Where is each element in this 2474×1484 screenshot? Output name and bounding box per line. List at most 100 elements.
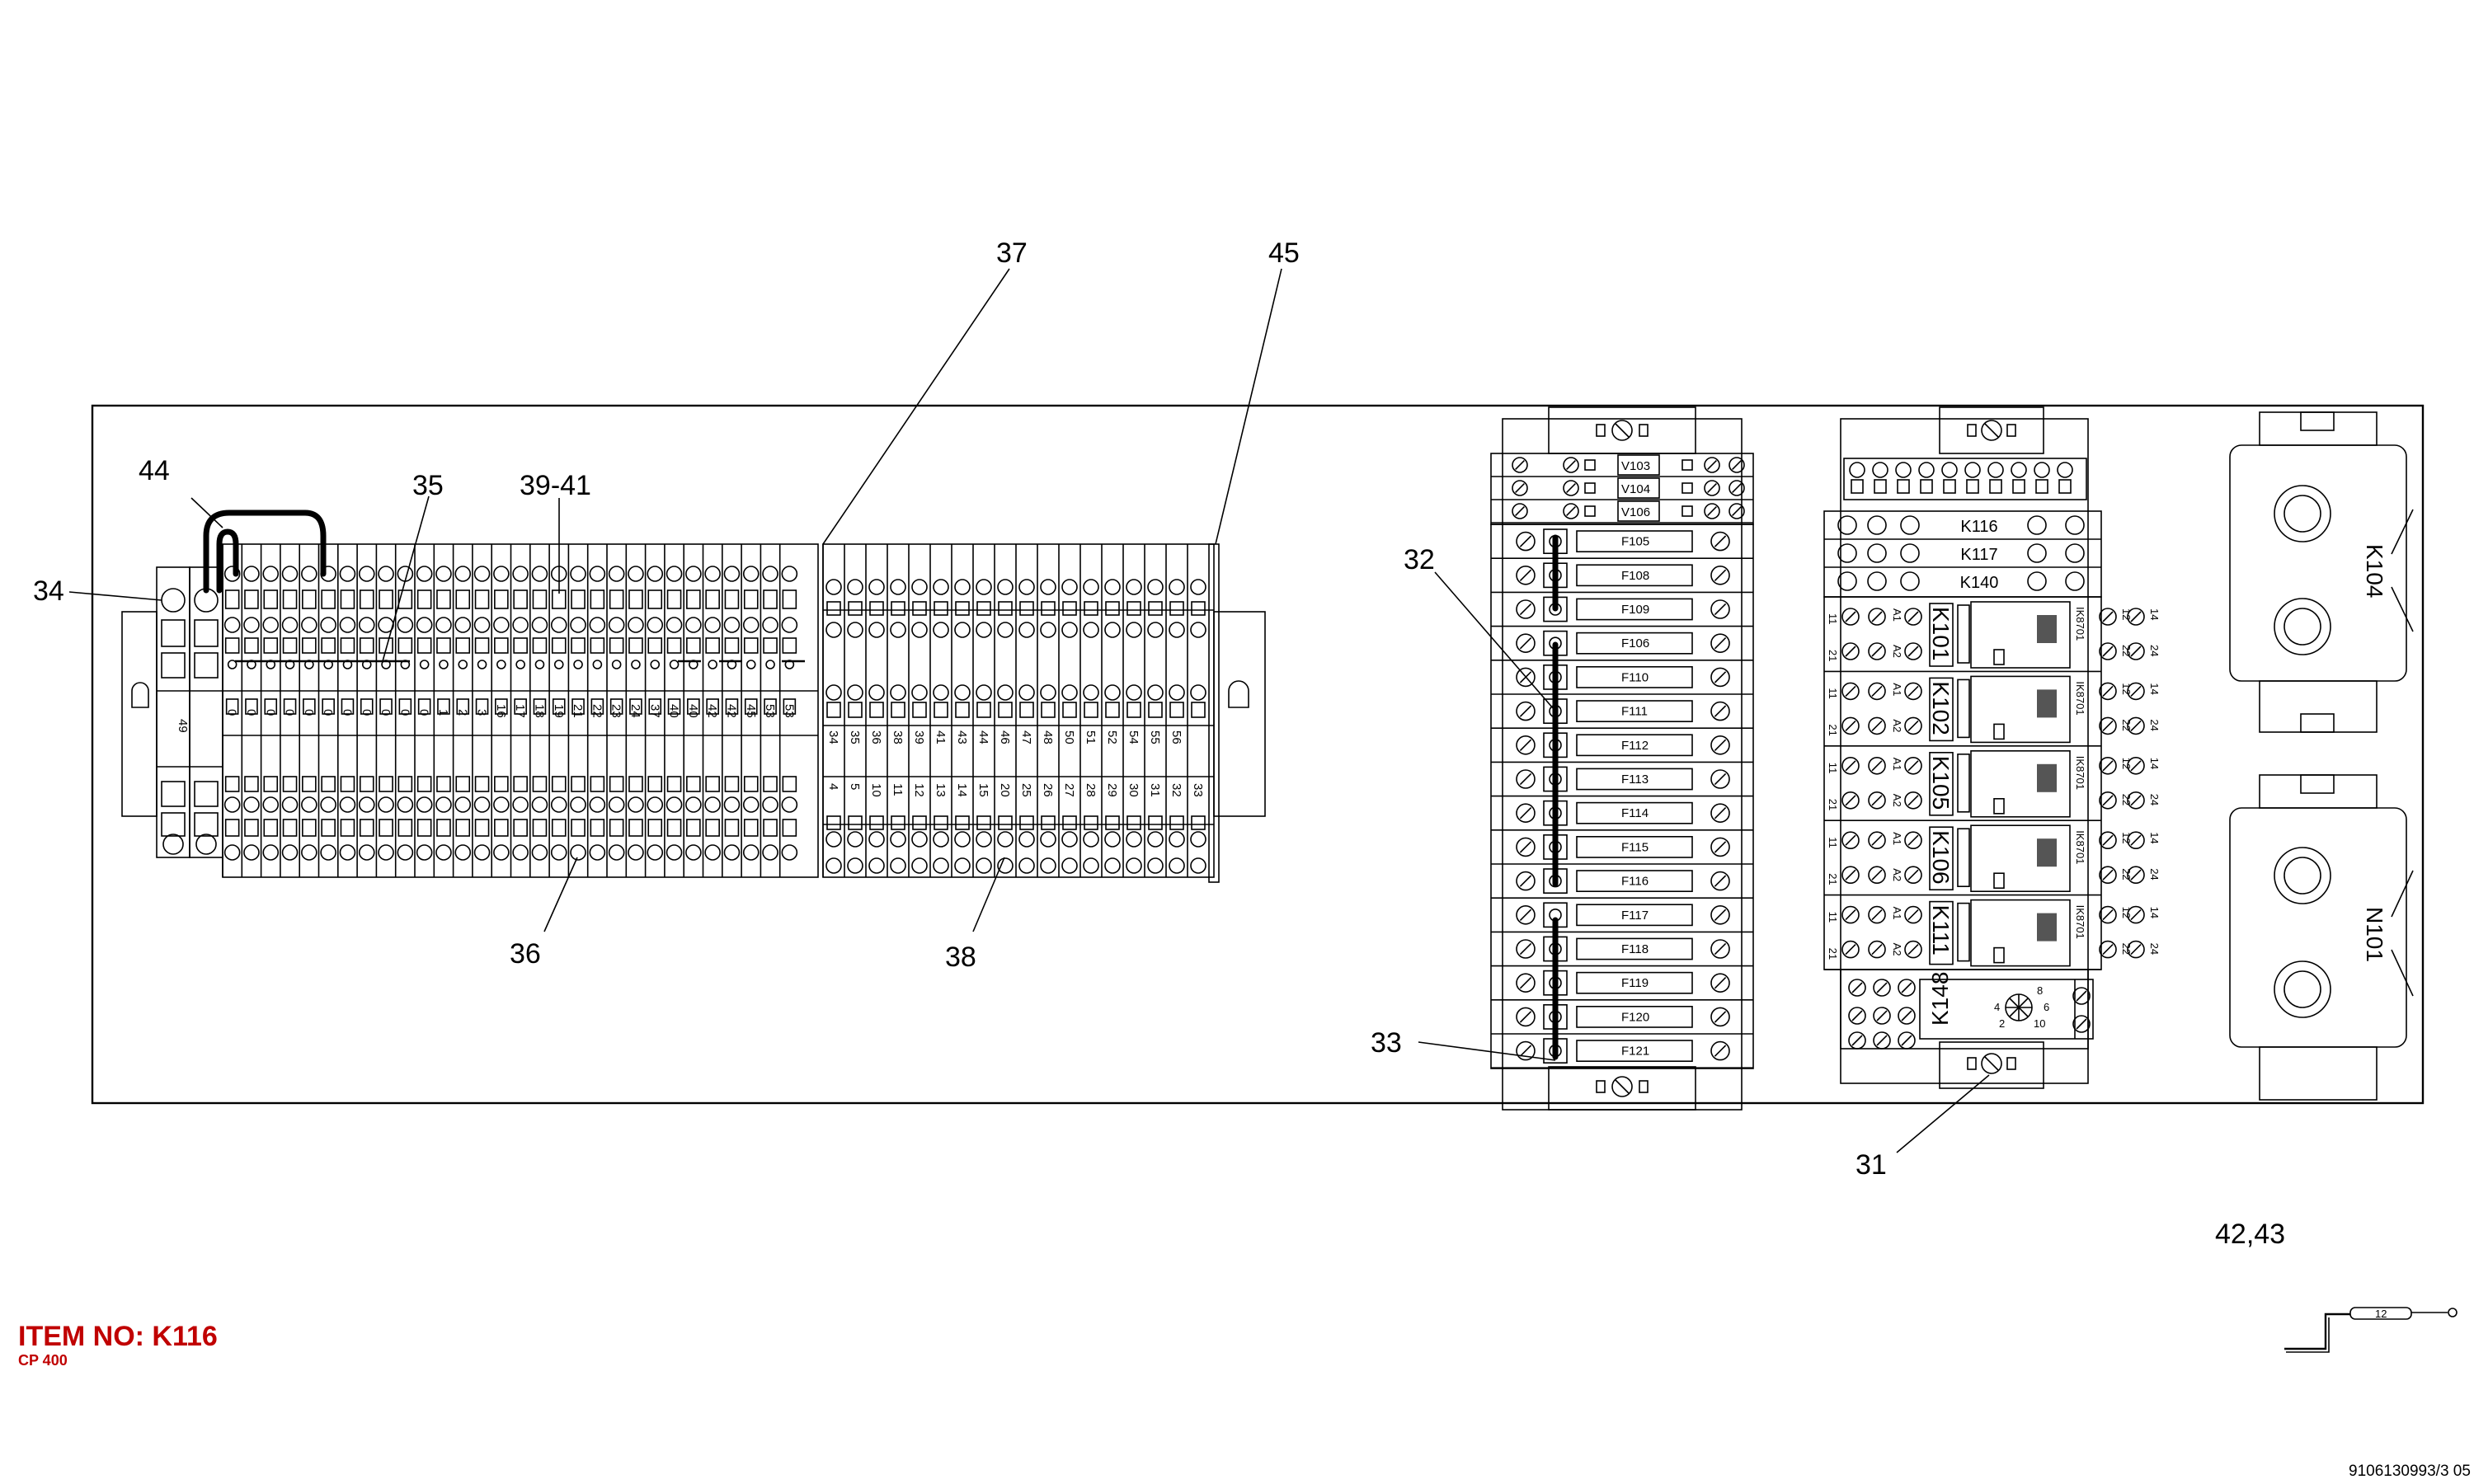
svg-text:A1: A1 bbox=[1891, 832, 1903, 845]
terminal-right bbox=[1079, 544, 1099, 877]
terminal-label: 40 bbox=[686, 704, 700, 718]
terminal-label: 21 bbox=[571, 704, 585, 718]
terminal-right bbox=[1015, 544, 1035, 877]
fuse-label: F111 bbox=[1621, 705, 1648, 719]
terminal-left bbox=[356, 544, 375, 877]
svg-text:21: 21 bbox=[1827, 724, 1839, 735]
svg-text:A1: A1 bbox=[1891, 758, 1903, 771]
terminal-label: 0 bbox=[302, 709, 316, 716]
terminal-left bbox=[778, 544, 798, 877]
terminal-label: 10 bbox=[869, 783, 883, 797]
component-k104: K104 bbox=[2229, 411, 2414, 733]
terminal-right bbox=[887, 544, 906, 877]
item-number: ITEM NO: K116 bbox=[18, 1321, 218, 1352]
terminal-label: 0 bbox=[321, 709, 335, 716]
terminal-label: 31 bbox=[1148, 783, 1162, 797]
terminal-label: 53 bbox=[782, 704, 796, 718]
svg-text:11: 11 bbox=[1827, 688, 1839, 699]
terminal-label: 51 bbox=[1084, 730, 1098, 744]
svg-text:21: 21 bbox=[1827, 650, 1839, 661]
terminal-label: 47 bbox=[1019, 730, 1033, 744]
document-number: 9106130993/3 05 bbox=[2349, 1463, 2471, 1480]
jumper-wire bbox=[203, 510, 327, 594]
terminal-left bbox=[586, 544, 606, 877]
relay-label: K106 bbox=[1928, 830, 1954, 884]
fuse-label: F114 bbox=[1621, 806, 1649, 820]
svg-text:11: 11 bbox=[1827, 763, 1839, 774]
callout-39-41: 39-41 bbox=[520, 470, 591, 501]
svg-text:24: 24 bbox=[2148, 719, 2161, 730]
terminal-left bbox=[760, 544, 778, 877]
terminal-left bbox=[260, 544, 280, 877]
svg-text:11: 11 bbox=[1827, 912, 1839, 923]
svg-text:22: 22 bbox=[2120, 719, 2133, 730]
terminal-label: 20 bbox=[998, 783, 1012, 797]
callout-44: 44 bbox=[139, 455, 170, 486]
svg-text:10: 10 bbox=[2034, 1017, 2045, 1030]
terminal-label: 13 bbox=[934, 783, 948, 797]
terminal-right bbox=[844, 544, 863, 877]
callout-42-43: 42,43 bbox=[2215, 1219, 2285, 1250]
relay-top-label: K116 bbox=[1960, 518, 1997, 536]
relay-top-row: K117 bbox=[1837, 543, 2085, 564]
terminal-label: 36 bbox=[869, 730, 883, 744]
fuse: F118 bbox=[1491, 936, 1753, 967]
terminal-right bbox=[908, 544, 928, 877]
svg-text:14: 14 bbox=[2148, 758, 2161, 769]
fuse: F106 bbox=[1491, 630, 1753, 661]
svg-text:22: 22 bbox=[2120, 645, 2133, 656]
terminal-label: 25 bbox=[1019, 783, 1033, 797]
terminal-left bbox=[702, 544, 721, 877]
terminal-label: 11 bbox=[891, 783, 905, 796]
relay-top-row: K116 bbox=[1837, 515, 2085, 536]
terminal-label: 17 bbox=[513, 704, 527, 718]
terminal-label: 54 bbox=[1126, 730, 1141, 744]
callout-35: 35 bbox=[412, 470, 444, 501]
terminal-label: 0 bbox=[283, 709, 297, 716]
terminal-right bbox=[994, 544, 1014, 877]
terminal-label: 56 bbox=[1169, 730, 1183, 744]
terminal-label: 26 bbox=[1041, 783, 1055, 797]
svg-text:A2: A2 bbox=[1891, 645, 1903, 658]
fuse-label: F119 bbox=[1621, 976, 1649, 990]
relay-label: K101 bbox=[1928, 607, 1954, 660]
terminal-right bbox=[951, 544, 971, 877]
k104-label: K104 bbox=[2362, 544, 2387, 598]
terminal-left bbox=[683, 544, 702, 877]
terminal-label: 3 bbox=[475, 709, 489, 716]
callout-36: 36 bbox=[510, 938, 541, 970]
relay-type: IK8701 bbox=[2074, 607, 2086, 641]
terminal-left bbox=[375, 544, 394, 877]
component-n101: N101 bbox=[2229, 774, 2414, 1101]
fuse-label: F118 bbox=[1621, 942, 1649, 956]
terminal-left bbox=[741, 544, 760, 877]
terminal-label: 39 bbox=[912, 730, 926, 744]
callout-34: 34 bbox=[33, 575, 64, 607]
fuse-label: F120 bbox=[1621, 1010, 1649, 1024]
svg-text:8: 8 bbox=[2037, 984, 2043, 997]
fuse-label: F115 bbox=[1621, 840, 1649, 854]
fuse: F111 bbox=[1491, 698, 1753, 730]
relay-type: IK8701 bbox=[2074, 681, 2086, 715]
terminal-label: 1 bbox=[436, 709, 450, 716]
terminal-label: 5 bbox=[848, 783, 862, 790]
callout-37: 37 bbox=[996, 237, 1028, 269]
terminal-left bbox=[241, 544, 260, 877]
terminal-label: 28 bbox=[1084, 783, 1098, 797]
fuse-top-label: V106 bbox=[1621, 505, 1650, 519]
terminal-label: 34 bbox=[826, 730, 840, 744]
fuse: F121 bbox=[1491, 1038, 1753, 1068]
fuse: F117 bbox=[1491, 902, 1753, 933]
svg-text:11: 11 bbox=[1827, 837, 1839, 848]
svg-text:A2: A2 bbox=[1891, 794, 1903, 807]
model-name: CP 400 bbox=[18, 1352, 68, 1369]
terminal-label: 0 bbox=[225, 709, 239, 716]
relay-label: K105 bbox=[1928, 756, 1954, 810]
fuse: F108 bbox=[1491, 562, 1753, 594]
terminal-label: 46 bbox=[998, 730, 1012, 744]
terminal-left bbox=[606, 544, 625, 877]
